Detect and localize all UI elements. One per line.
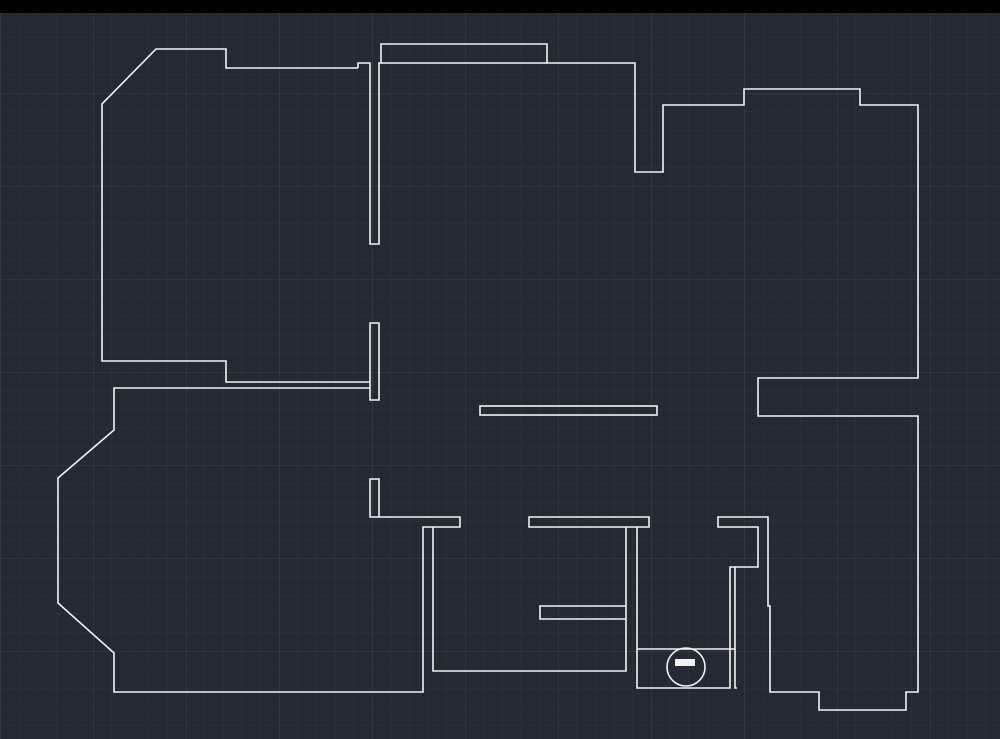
grid [0, 13, 1000, 739]
utility-closet-wall[interactable] [636, 527, 735, 689]
floor-plan-drawing[interactable] [0, 13, 1000, 739]
floor-drain-icon [666, 647, 706, 687]
drawing-canvas[interactable] [0, 13, 1000, 739]
bathroom-wall[interactable] [432, 516, 650, 672]
upper-left-room-wall[interactable] [101, 48, 380, 401]
lower-left-room-wall[interactable] [57, 387, 461, 693]
top-bar [0, 0, 1000, 13]
partition-wall-upper[interactable] [357, 43, 919, 711]
interior-wall-center[interactable] [479, 405, 658, 416]
